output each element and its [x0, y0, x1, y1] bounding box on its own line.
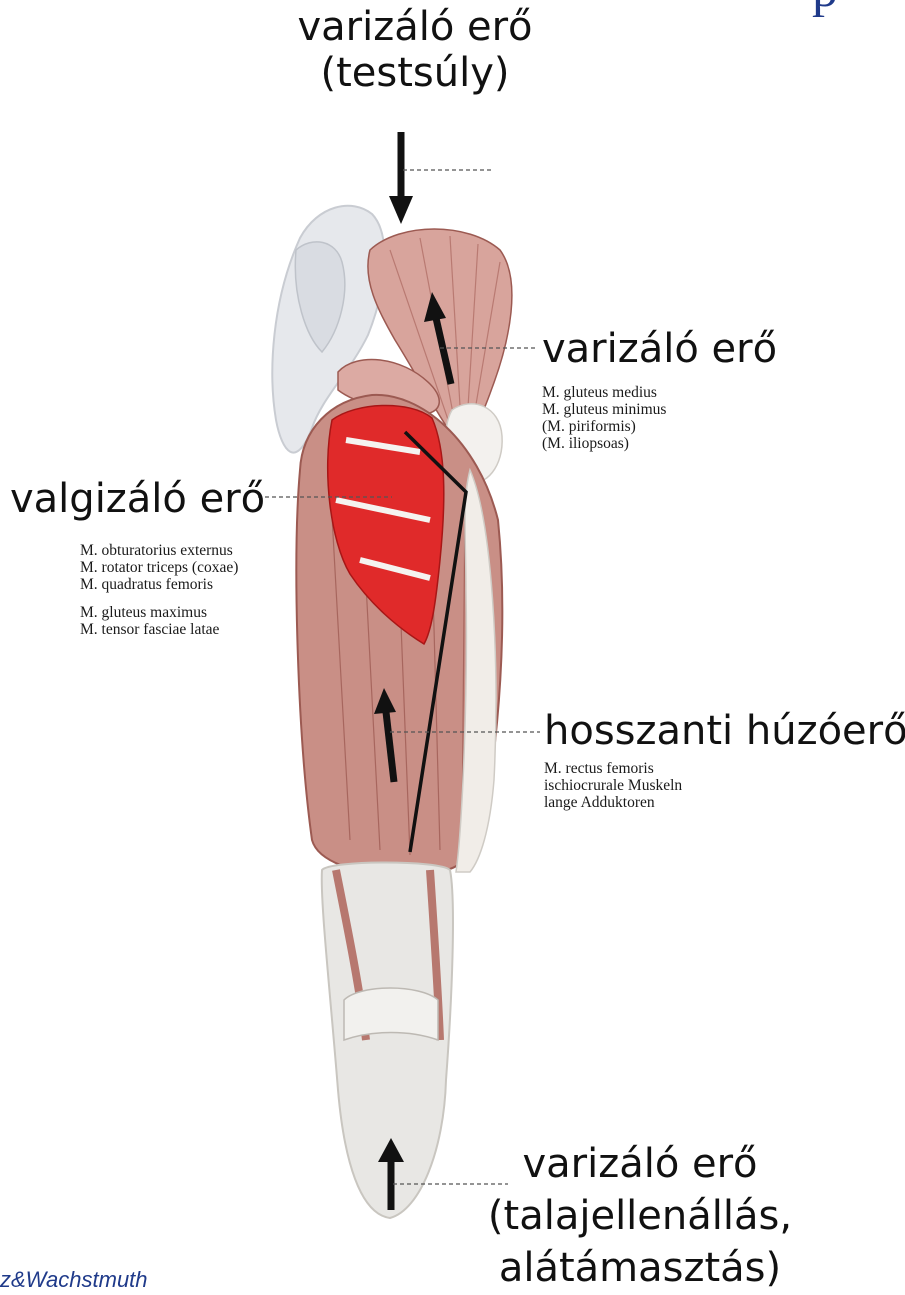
bottom-force-label: varizáló erő (talajellenállás, alátámasz…: [470, 1138, 810, 1294]
longitudinal-force-label: hosszanti húzóerő: [544, 708, 905, 754]
knee-joint: [344, 988, 438, 1040]
top-force-line-1: varizáló erő: [290, 4, 540, 50]
top-force-label: varizáló erő (testsúly): [290, 4, 540, 96]
valgus-force-label: valgizáló erő: [10, 476, 265, 522]
muscle-name: (M. piriformis): [542, 418, 666, 435]
longitudinal-muscle-list: M. rectus femoris ischiocrurale Muskeln …: [544, 760, 682, 811]
muscle-name: ischiocrurale Muskeln: [544, 777, 682, 794]
bottom-force-line-2: (talajellenállás,: [470, 1190, 810, 1242]
top-force-line-2: (testsúly): [290, 50, 540, 96]
bottom-force-line-3: alátámasztás): [470, 1242, 810, 1294]
muscle-name: M. obturatorius externus: [80, 542, 238, 559]
muscle-name: M. gluteus maximus: [80, 604, 238, 621]
valgus-muscle-list: M. obturatorius externus M. rotator tric…: [80, 542, 238, 638]
muscle-name: M. gluteus minimus: [542, 401, 666, 418]
muscle-name: M. rotator triceps (coxae): [80, 559, 238, 576]
bottom-force-line-1: varizáló erő: [470, 1138, 810, 1190]
muscle-name: M. gluteus medius: [542, 384, 666, 401]
muscle-name: lange Adduktoren: [544, 794, 682, 811]
muscle-name: M. rectus femoris: [544, 760, 682, 777]
muscle-name: (M. iliopsoas): [542, 435, 666, 452]
top-force-arrowhead: [389, 196, 413, 224]
hip-force-label: varizáló erő: [542, 326, 777, 372]
muscle-name: M. quadratus femoris: [80, 576, 238, 593]
muscle-name: M. tensor fasciae latae: [80, 621, 238, 638]
image-credit: z&Wachstmuth: [0, 1267, 148, 1293]
hip-muscle-list: M. gluteus medius M. gluteus minimus (M.…: [542, 384, 666, 452]
